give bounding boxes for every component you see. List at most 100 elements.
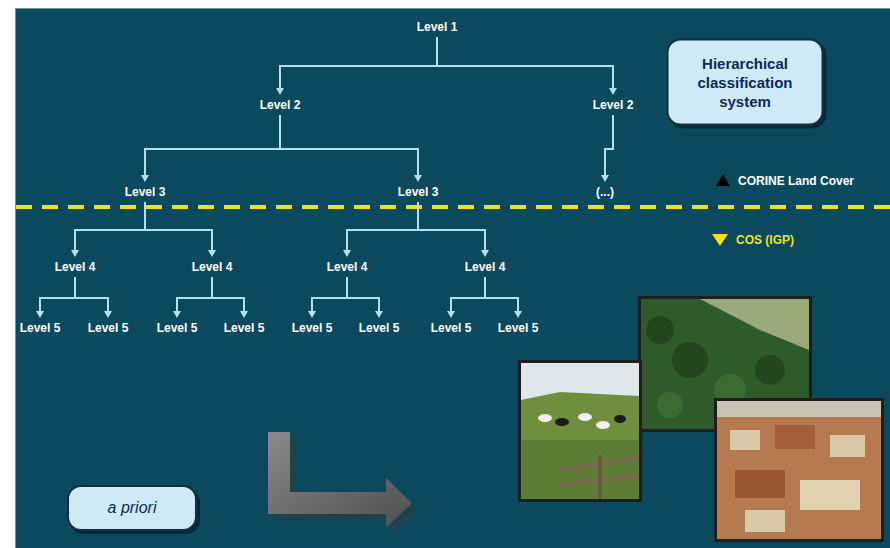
level-node: Level 5 (428, 319, 475, 337)
level-node: Level 5 (17, 319, 64, 337)
arrow-head (208, 250, 216, 257)
connector-line (485, 277, 518, 312)
arrow-head (375, 311, 383, 318)
level-node: Level 5 (221, 319, 268, 337)
connector-line (75, 202, 145, 251)
level-node: Level 2 (590, 96, 637, 114)
node-text: Hierarchical classification system (679, 54, 812, 111)
arrow-head (514, 311, 522, 318)
level-node: Level 4 (324, 258, 371, 276)
level-node: Level 4 (52, 258, 99, 276)
arrow-head (601, 175, 609, 182)
level-node: Level 4 (189, 258, 236, 276)
arrow-head (343, 250, 351, 257)
node-text: Level 4 (465, 260, 506, 274)
connector-line (605, 115, 613, 176)
tree-connector (347, 277, 383, 318)
arrow-head (104, 311, 112, 318)
tree-connector (276, 37, 437, 95)
tree-connector (601, 115, 613, 182)
node-text: Level 4 (55, 260, 96, 274)
connector-line (75, 277, 108, 312)
level-label: COS (IGP) (736, 233, 794, 247)
process-arrow (268, 432, 418, 534)
level-node: Level 1 (414, 18, 461, 36)
pasture-photo (518, 360, 642, 502)
arrow-head (447, 311, 455, 318)
node-text: Level 5 (431, 321, 472, 335)
connector-line (312, 277, 347, 312)
text-group: a priori (108, 499, 157, 517)
tree-connector (141, 115, 280, 182)
down-triangle (712, 234, 728, 246)
tree-connector (212, 277, 248, 318)
connector-line (280, 115, 418, 176)
tree-connector (447, 277, 485, 318)
level-node: Level 3 (395, 183, 442, 201)
connector-line (40, 277, 75, 312)
level-node: Level 5 (85, 319, 132, 337)
node-text: Level 3 (398, 185, 439, 199)
node-text: Level 4 (327, 260, 368, 274)
arrow-head (414, 175, 422, 182)
level-node: Level 5 (154, 319, 201, 337)
tree-connector (418, 202, 489, 257)
node-text: Level 3 (125, 185, 166, 199)
node-text: Level 5 (88, 321, 129, 335)
node-text: Level 2 (260, 98, 301, 112)
level-node: Level 5 (356, 319, 403, 337)
arrow-head (240, 311, 248, 318)
note-box: a priori (67, 485, 197, 531)
connector-line (418, 202, 485, 251)
level-node: Level 5 (289, 319, 336, 337)
title-box: Hierarchical classification system (667, 39, 824, 126)
connector-line (437, 37, 613, 89)
arrow-head (481, 250, 489, 257)
node-text: Level 5 (157, 321, 198, 335)
tree-connector (343, 202, 418, 257)
tree-connector (75, 277, 112, 318)
node-text: Level 5 (20, 321, 61, 335)
level-label: CORINE Land Cover (738, 174, 854, 188)
node-text: Level 1 (417, 20, 458, 34)
arrow-head (276, 88, 284, 95)
level-node: Level 4 (462, 258, 509, 276)
connector-line (347, 277, 379, 312)
node-text: Level 5 (292, 321, 333, 335)
node-text: a priori (108, 499, 157, 517)
arrow-head (609, 88, 617, 95)
arrow-head (173, 311, 181, 318)
city-photo (714, 398, 884, 542)
level-node: (...) (593, 183, 617, 201)
tree-connector (36, 277, 75, 318)
arrow-head (71, 250, 79, 257)
text-group: Hierarchical classification system (679, 54, 812, 111)
level-node: Level 2 (257, 96, 304, 114)
connector-line (347, 202, 418, 251)
connector-line (451, 277, 485, 312)
node-text: Level 5 (498, 321, 539, 335)
connector-line (212, 277, 244, 312)
node-text: Level 5 (224, 321, 265, 335)
level-node: Level 5 (495, 319, 542, 337)
up-triangle (716, 174, 730, 186)
arrow-head (141, 175, 149, 182)
connector-line (145, 202, 212, 251)
connector-line (280, 37, 437, 89)
tree-connector (280, 115, 422, 182)
tree-connector (71, 202, 145, 257)
level-node: Level 3 (122, 183, 169, 201)
tree-connector (173, 277, 212, 318)
connector-line (177, 277, 212, 312)
node-text: Level 2 (593, 98, 634, 112)
node-text: Level 4 (192, 260, 233, 274)
tree-connector (308, 277, 347, 318)
tree-connector (145, 202, 216, 257)
arrow-head (308, 311, 316, 318)
tree-connector (485, 277, 522, 318)
level-divider (16, 205, 890, 209)
arrow-head (36, 311, 44, 318)
connector-line (145, 115, 280, 176)
